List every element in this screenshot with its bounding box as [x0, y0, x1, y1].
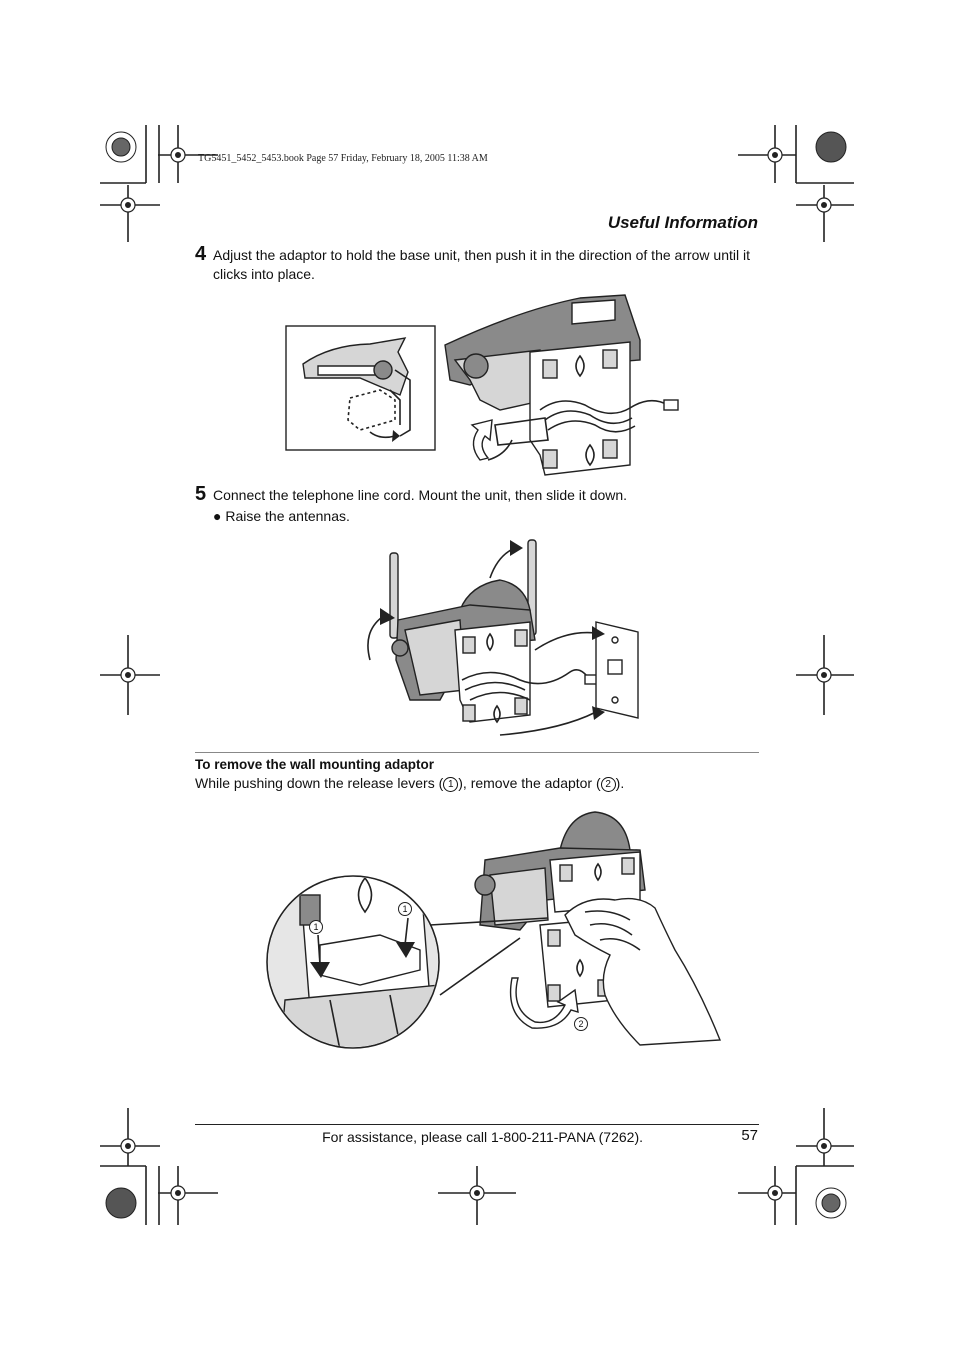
step-5-bullet-text: Raise the antennas.	[225, 508, 350, 524]
adaptor-mark: 2	[600, 777, 616, 792]
step-4-text: Adjust the adaptor to hold the base unit…	[213, 247, 751, 282]
adaptor-label: 2	[578, 1019, 583, 1029]
section-title: Useful Information	[607, 213, 758, 232]
step-5-number: 5	[195, 483, 207, 505]
step-5-text: Connect the telephone line cord. Mount t…	[213, 487, 628, 503]
section-divider	[195, 752, 759, 753]
release-lever-mark: 1	[443, 777, 459, 792]
step-5-bullet: ● Raise the antennas.	[213, 508, 350, 524]
remove-heading: To remove the wall mounting adaptor	[195, 757, 435, 772]
step-4-number: 4	[195, 243, 207, 265]
remove-text-after: ).	[615, 775, 625, 791]
lever-label-left: 1	[313, 922, 318, 932]
print-header: TG5451_5452_5453.book Page 57 Friday, Fe…	[198, 153, 488, 164]
remove-instructions: While pushing down the release levers (1…	[195, 775, 624, 792]
bullet-dot: ●	[213, 508, 222, 524]
remove-text-before: While pushing down the release levers (	[195, 775, 444, 791]
remove-text-middle: ), remove the adaptor (	[458, 775, 601, 791]
footer-rule	[195, 1124, 759, 1125]
footer-assistance: For assistance, please call 1-800-211-PA…	[322, 1129, 643, 1145]
page-number: 57	[741, 1127, 758, 1144]
lever-label-right: 1	[402, 904, 407, 914]
